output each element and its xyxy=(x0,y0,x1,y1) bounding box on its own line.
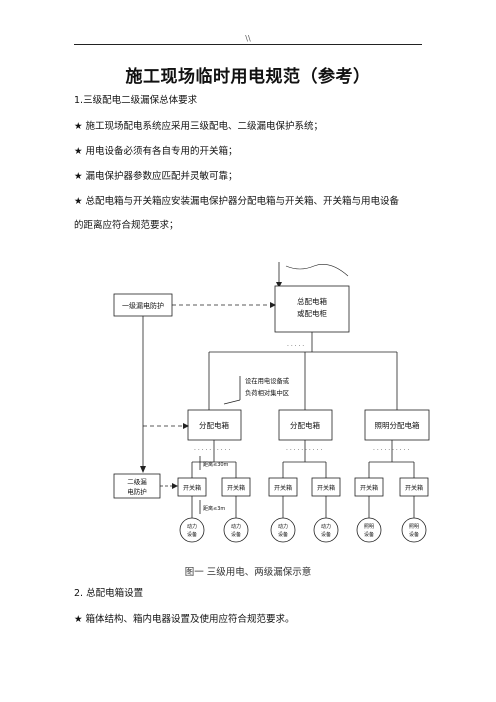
note-line-2: 负荷相对集中区 xyxy=(245,388,289,397)
main-distribution-box xyxy=(274,285,350,333)
section-2-item-1: ★ 箱体结构、箱内电器设置及使用应符合规范要求。 xyxy=(74,614,295,625)
device-2-line-1: 动力 xyxy=(231,523,241,530)
device-circle-6 xyxy=(401,517,427,543)
dist3-dots: · · · · · · · · · · xyxy=(373,447,409,454)
distance-3m-label: 距离≤3m xyxy=(203,505,225,512)
switch-box-3-label: 开关箱 xyxy=(274,484,292,492)
device-5-line-1: 照明 xyxy=(364,524,374,530)
section-1-heading: 1.三级配电二级漏保总体要求 xyxy=(74,95,198,106)
dist-box-2-label: 分配电箱 xyxy=(290,420,320,430)
section-1-item-4: ★ 总配电箱与开关箱应安装漏电保护器分配电箱与开关箱、开关箱与用电设备 xyxy=(74,196,400,207)
main-box-label-2: 或配电柜 xyxy=(297,308,327,318)
switch-box-1-label: 开关箱 xyxy=(183,484,201,492)
device-3-line-1: 动力 xyxy=(278,523,288,530)
dist2-dots: · · · · · · · · · · xyxy=(286,447,322,454)
switch-box-6-label: 开关箱 xyxy=(405,484,423,492)
device-circle-4 xyxy=(313,517,339,543)
level2-protection-box xyxy=(113,473,161,499)
header-rule xyxy=(74,44,422,45)
section-2-heading: 2. 总配电箱设置 xyxy=(74,588,144,599)
distance-30m-label: 距离≤30m xyxy=(203,461,229,468)
page-title: 施工现场临时用电规范（参考） xyxy=(125,67,371,87)
main-dots: · · · · · xyxy=(287,343,304,350)
device-circle-5 xyxy=(356,517,382,543)
device-4-line-2: 设备 xyxy=(321,531,331,538)
section-1-item-3: ★ 漏电保护器参数应匹配并灵敏可靠； xyxy=(74,171,238,182)
wavy-edge xyxy=(285,264,349,277)
dist-box-3 xyxy=(364,409,430,441)
level2-label-2: 电防护 xyxy=(127,487,147,496)
device-circle-1 xyxy=(179,517,205,543)
section-1-item-1: ★ 施工现场配电系统应采用三级配电、二级漏电保护系统； xyxy=(74,121,324,132)
level2-label-1: 二级漏 xyxy=(127,477,147,486)
dist-box-3-label: 照明分配电箱 xyxy=(375,420,420,430)
main-box-label-1: 总配电箱 xyxy=(297,296,327,306)
dist-box-2 xyxy=(278,409,333,441)
section-1-item-4-continued: 的距离应符合规范要求； xyxy=(74,220,179,231)
device-circle-2 xyxy=(223,517,249,543)
level1-down-arrow xyxy=(140,466,146,473)
diagram-caption: 图一 三级用电、两级漏保示意 xyxy=(184,567,312,578)
header-mark: \\ xyxy=(245,34,251,43)
level1-arrow-head xyxy=(270,302,276,308)
level2-arrow-head xyxy=(183,423,189,429)
switch-box-4-label: 开关箱 xyxy=(317,484,335,492)
device-1-line-1: 动力 xyxy=(187,523,197,530)
device-4-line-1: 动力 xyxy=(321,523,331,530)
dist-box-1-label: 分配电箱 xyxy=(199,420,229,430)
level2-switch-arrow xyxy=(172,483,178,489)
switch-box-5-label: 开关箱 xyxy=(360,484,378,492)
note-pointer xyxy=(223,399,241,405)
device-6-line-2: 设备 xyxy=(409,531,419,538)
device-1-line-2: 设备 xyxy=(187,531,197,538)
device-circle-3 xyxy=(270,517,296,543)
level1-label: 一级漏电防护 xyxy=(122,301,164,310)
device-3-line-2: 设备 xyxy=(278,531,288,538)
feed-arrow-head xyxy=(276,282,282,288)
dist1-dots: · · · · · · · · · · xyxy=(194,447,230,454)
note-line-1: 设在用电设备或 xyxy=(245,376,290,385)
dist-box-1 xyxy=(187,409,242,441)
switch-box-2-label: 开关箱 xyxy=(227,484,245,492)
device-6-line-1: 照明 xyxy=(409,524,419,530)
device-2-line-2: 设备 xyxy=(231,531,241,538)
section-1-item-2: ★ 用电设备必须有各自专用的开关箱； xyxy=(74,146,238,157)
device-5-line-2: 设备 xyxy=(364,531,374,538)
